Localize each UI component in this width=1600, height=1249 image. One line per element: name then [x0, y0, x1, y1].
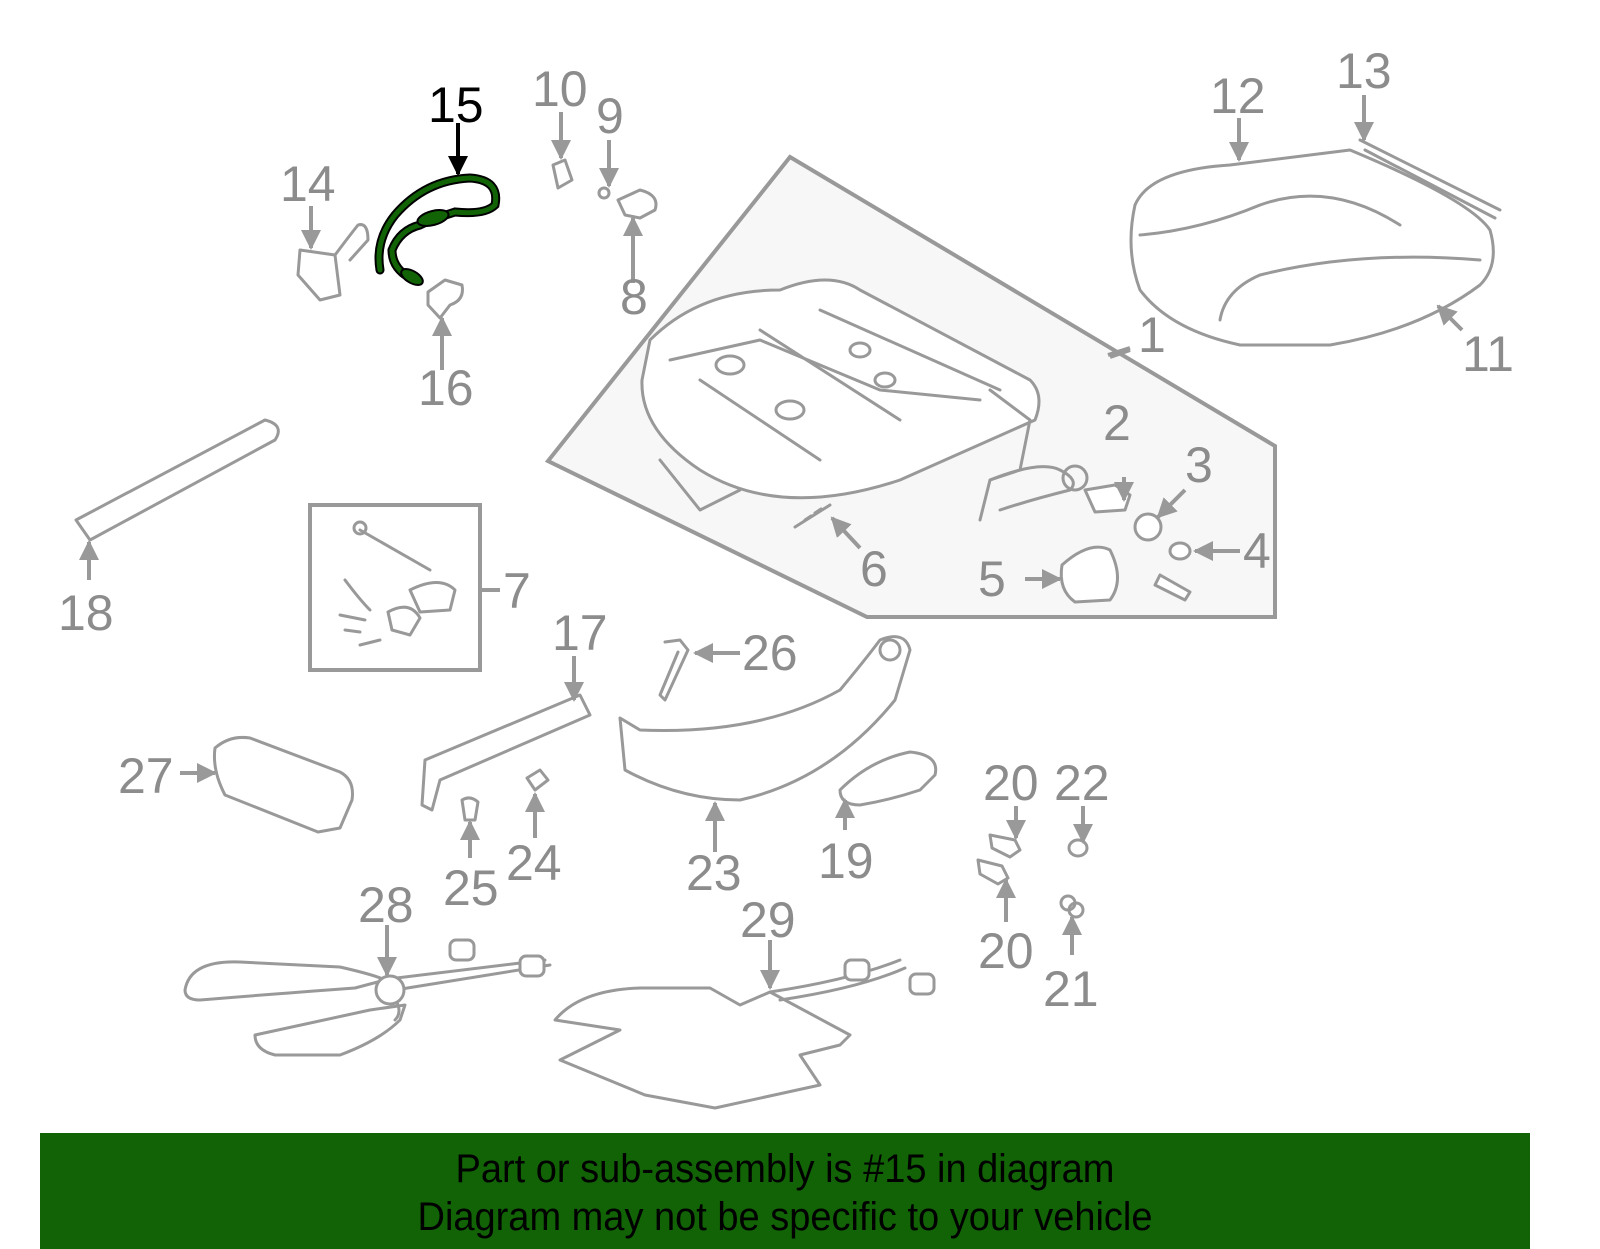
callout-17[interactable]: 17: [552, 605, 608, 661]
handle-part-19[interactable]: [838, 750, 938, 807]
callout-6[interactable]: 6: [860, 541, 888, 597]
callout-28[interactable]: 28: [358, 877, 414, 933]
callout-15[interactable]: 15: [428, 77, 484, 133]
wire-harness-part-15[interactable]: [374, 173, 501, 288]
callout-27[interactable]: 27: [118, 748, 174, 804]
callout-21[interactable]: 21: [1043, 961, 1099, 1017]
motor-part-5[interactable]: [1059, 545, 1192, 604]
callout-25[interactable]: 25: [443, 860, 499, 916]
callout-10[interactable]: 10: [532, 61, 588, 117]
nut-part-22[interactable]: [1067, 838, 1089, 858]
heater-element-part-29[interactable]: [553, 958, 936, 1110]
wire-part-13[interactable]: [1358, 138, 1502, 220]
callout-labels: 1 2 3 4 5 6 7 8 9 10 11 12 13 14 15 16 1…: [58, 43, 1514, 1017]
callout-2[interactable]: 2: [1103, 395, 1131, 451]
banner-part-info: Part or sub-assembly is #15 in diagram: [455, 1147, 1115, 1191]
callout-19[interactable]: 19: [818, 833, 874, 889]
side-shield-part-23[interactable]: [618, 635, 912, 802]
nut-part-8[interactable]: [616, 188, 658, 220]
clip-part-16[interactable]: [426, 278, 464, 320]
clip-part-21[interactable]: [1059, 894, 1085, 919]
callout-9[interactable]: 9: [596, 88, 624, 144]
trim-part-17[interactable]: [420, 693, 592, 812]
washer-part-9[interactable]: [597, 186, 611, 200]
screw-part-24[interactable]: [525, 768, 550, 792]
callout-14[interactable]: 14: [280, 156, 336, 212]
callout-arrows: [79, 95, 1464, 990]
callout-12[interactable]: 12: [1210, 68, 1266, 124]
clip-part-25[interactable]: [460, 796, 480, 822]
callout-3[interactable]: 3: [1185, 437, 1213, 493]
callout-11[interactable]: 11: [1462, 326, 1514, 382]
callout-18[interactable]: 18: [58, 585, 114, 641]
callout-1[interactable]: 1: [1138, 307, 1166, 363]
callout-22[interactable]: 22: [1054, 755, 1110, 811]
bracket-part-14[interactable]: [296, 223, 370, 302]
cap-part-4[interactable]: [1168, 541, 1192, 561]
hardware-kit-part-7[interactable]: [308, 503, 482, 672]
bracket-part-26[interactable]: [658, 638, 690, 702]
callout-24[interactable]: 24: [506, 835, 562, 891]
knob-part-3[interactable]: [1133, 512, 1163, 542]
callout-13[interactable]: 13: [1336, 43, 1392, 99]
bolt-part-20-upper[interactable]: [988, 833, 1022, 859]
callout-5[interactable]: 5: [978, 551, 1006, 607]
banner-disclaimer: Diagram may not be specific to your vehi…: [417, 1195, 1153, 1239]
cover-part-27[interactable]: [213, 736, 354, 834]
callout-26[interactable]: 26: [742, 625, 798, 681]
callout-23[interactable]: 23: [686, 845, 742, 901]
callout-20-lower[interactable]: 20: [978, 923, 1034, 979]
callout-29[interactable]: 29: [740, 892, 796, 948]
heater-element-part-28[interactable]: [183, 938, 552, 1057]
bolt-part-20-lower[interactable]: [976, 858, 1010, 886]
callout-7[interactable]: 7: [503, 563, 531, 619]
seat-cushion-part-11[interactable]: [1129, 148, 1495, 347]
callout-20-upper[interactable]: 20: [983, 755, 1039, 811]
callout-16[interactable]: 16: [418, 360, 474, 416]
info-banner: Part or sub-assembly is #15 in diagram D…: [40, 1133, 1530, 1249]
callout-8[interactable]: 8: [620, 269, 648, 325]
trim-part-18[interactable]: [74, 418, 280, 542]
callout-4[interactable]: 4: [1243, 523, 1271, 579]
bolt-part-10[interactable]: [551, 158, 574, 190]
